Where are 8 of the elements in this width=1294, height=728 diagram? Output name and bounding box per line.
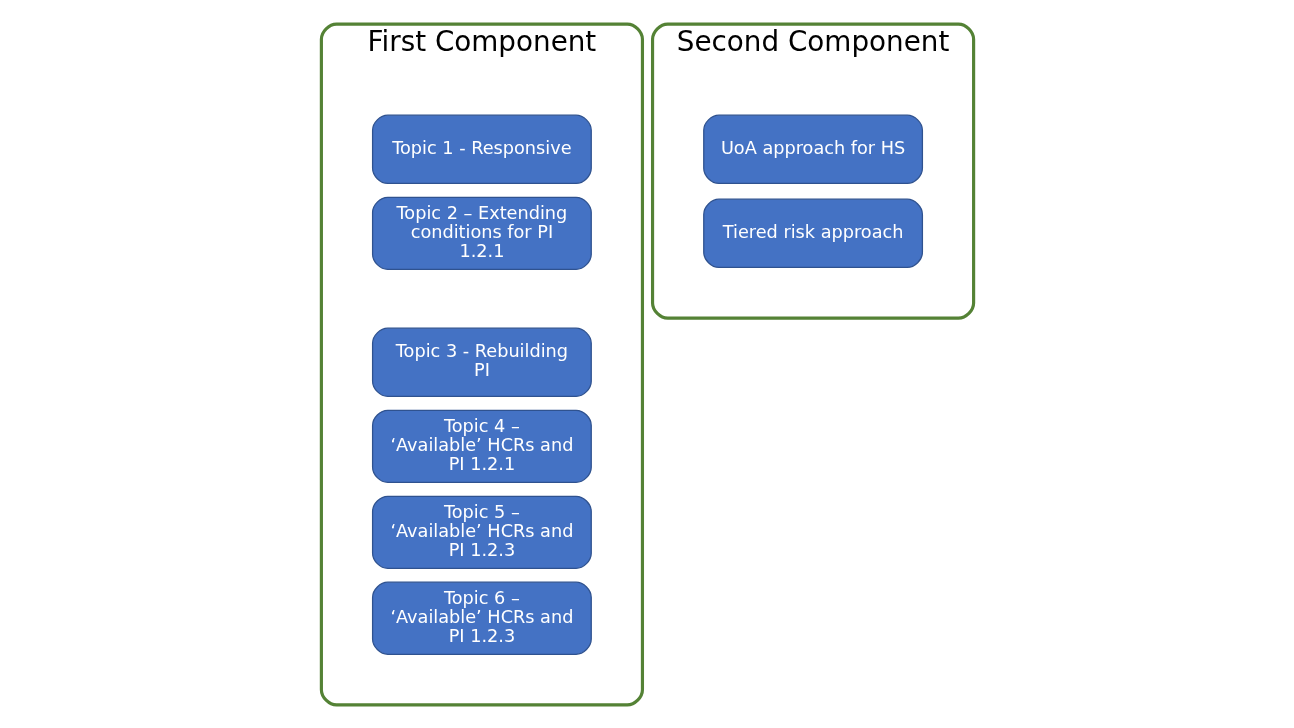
node-box: Topic 6 – ‘Available’ HCRs and PI 1.2.3 [371, 581, 592, 655]
node-box: Topic 2 – Extending conditions for PI 1.2.1 [371, 196, 592, 270]
node-box: Tiered risk approach [702, 198, 923, 268]
node-box: Topic 1 - Responsive [371, 114, 592, 184]
node-box: Topic 5 – ‘Available’ HCRs and PI 1.2.3 [371, 495, 592, 569]
node-box: Topic 4 – ‘Available’ HCRs and PI 1.2.1 [371, 409, 592, 483]
node-box: UoA approach for HS [702, 114, 923, 184]
node-box: Topic 3 - Rebuilding PI [371, 327, 592, 397]
